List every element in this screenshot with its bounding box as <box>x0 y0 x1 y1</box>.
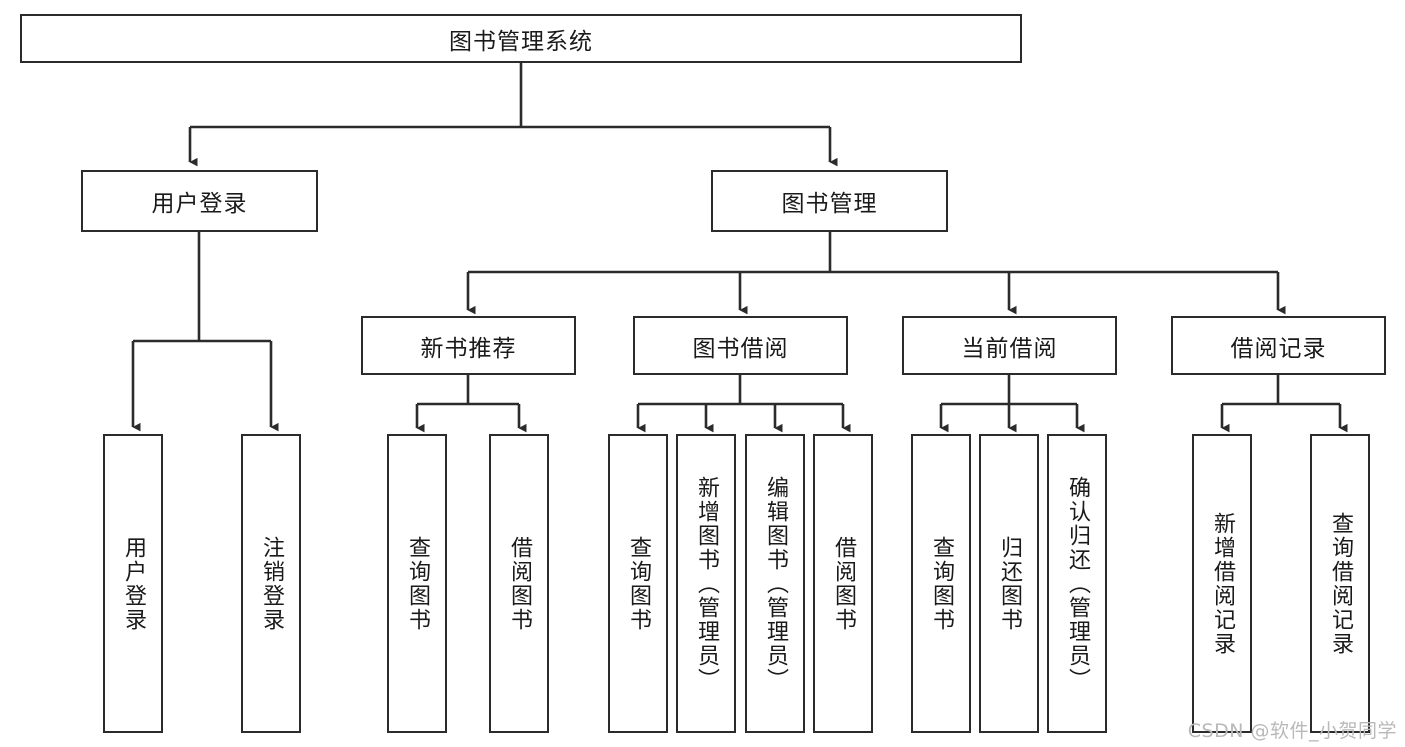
leaf-book-borrow-borrow-book[interactable]: 借阅图书 <box>813 434 873 733</box>
node-current-borrow[interactable]: 当前借阅 <box>902 316 1117 375</box>
node-label: 注销登录 <box>258 535 284 632</box>
leaf-book-borrow-query-book[interactable]: 查询图书 <box>608 434 668 733</box>
node-book-management[interactable]: 图书管理 <box>711 170 948 232</box>
node-book-borrow[interactable]: 图书借阅 <box>633 316 848 375</box>
leaf-current-borrow-query-book[interactable]: 查询图书 <box>911 434 971 733</box>
node-label: 当前借阅 <box>961 335 1058 362</box>
node-label: 新增图书（管理员） <box>693 475 719 692</box>
leaf-new-book-query-book[interactable]: 查询图书 <box>387 434 447 733</box>
leaf-borrow-record-query-record[interactable]: 查询借阅记录 <box>1310 434 1370 733</box>
leaf-book-borrow-add-book-admin[interactable]: 新增图书（管理员） <box>676 434 736 733</box>
node-label: 图书管理系统 <box>449 28 593 55</box>
node-new-book-recommend[interactable]: 新书推荐 <box>361 316 576 375</box>
node-label: 用户登录 <box>120 535 146 632</box>
leaf-current-borrow-return-book[interactable]: 归还图书 <box>979 434 1039 733</box>
node-label: 借阅图书 <box>506 535 532 632</box>
node-borrow-record[interactable]: 借阅记录 <box>1171 316 1386 375</box>
node-label: 查询图书 <box>625 535 651 632</box>
leaf-book-borrow-edit-book-admin[interactable]: 编辑图书（管理员） <box>745 434 805 733</box>
node-label: 新书推荐 <box>420 335 517 362</box>
leaf-user-login-login[interactable]: 用户登录 <box>103 434 163 733</box>
node-label: 新增借阅记录 <box>1209 511 1235 656</box>
leaf-borrow-record-add-record[interactable]: 新增借阅记录 <box>1192 434 1252 733</box>
leaf-user-login-logout[interactable]: 注销登录 <box>241 434 301 733</box>
csdn-watermark: CSDN @软件_小贺同学 <box>1187 720 1397 742</box>
node-root-book-management-system[interactable]: 图书管理系统 <box>20 14 1022 63</box>
node-label: 查询借阅记录 <box>1327 511 1353 656</box>
node-label: 归还图书 <box>996 535 1022 632</box>
node-label: 借阅图书 <box>830 535 856 632</box>
leaf-current-borrow-confirm-return-admin[interactable]: 确认归还（管理员） <box>1047 434 1107 733</box>
node-label: 编辑图书（管理员） <box>762 475 788 692</box>
node-label: 图书借阅 <box>692 335 789 362</box>
node-label: 借阅记录 <box>1230 335 1327 362</box>
node-label: 查询图书 <box>404 535 430 632</box>
node-label: 确认归还（管理员） <box>1064 475 1090 692</box>
leaf-new-book-borrow-book[interactable]: 借阅图书 <box>489 434 549 733</box>
node-user-login[interactable]: 用户登录 <box>81 170 318 232</box>
node-label: 查询图书 <box>928 535 954 632</box>
node-label: 图书管理 <box>781 191 878 217</box>
node-label: 用户登录 <box>151 191 248 217</box>
